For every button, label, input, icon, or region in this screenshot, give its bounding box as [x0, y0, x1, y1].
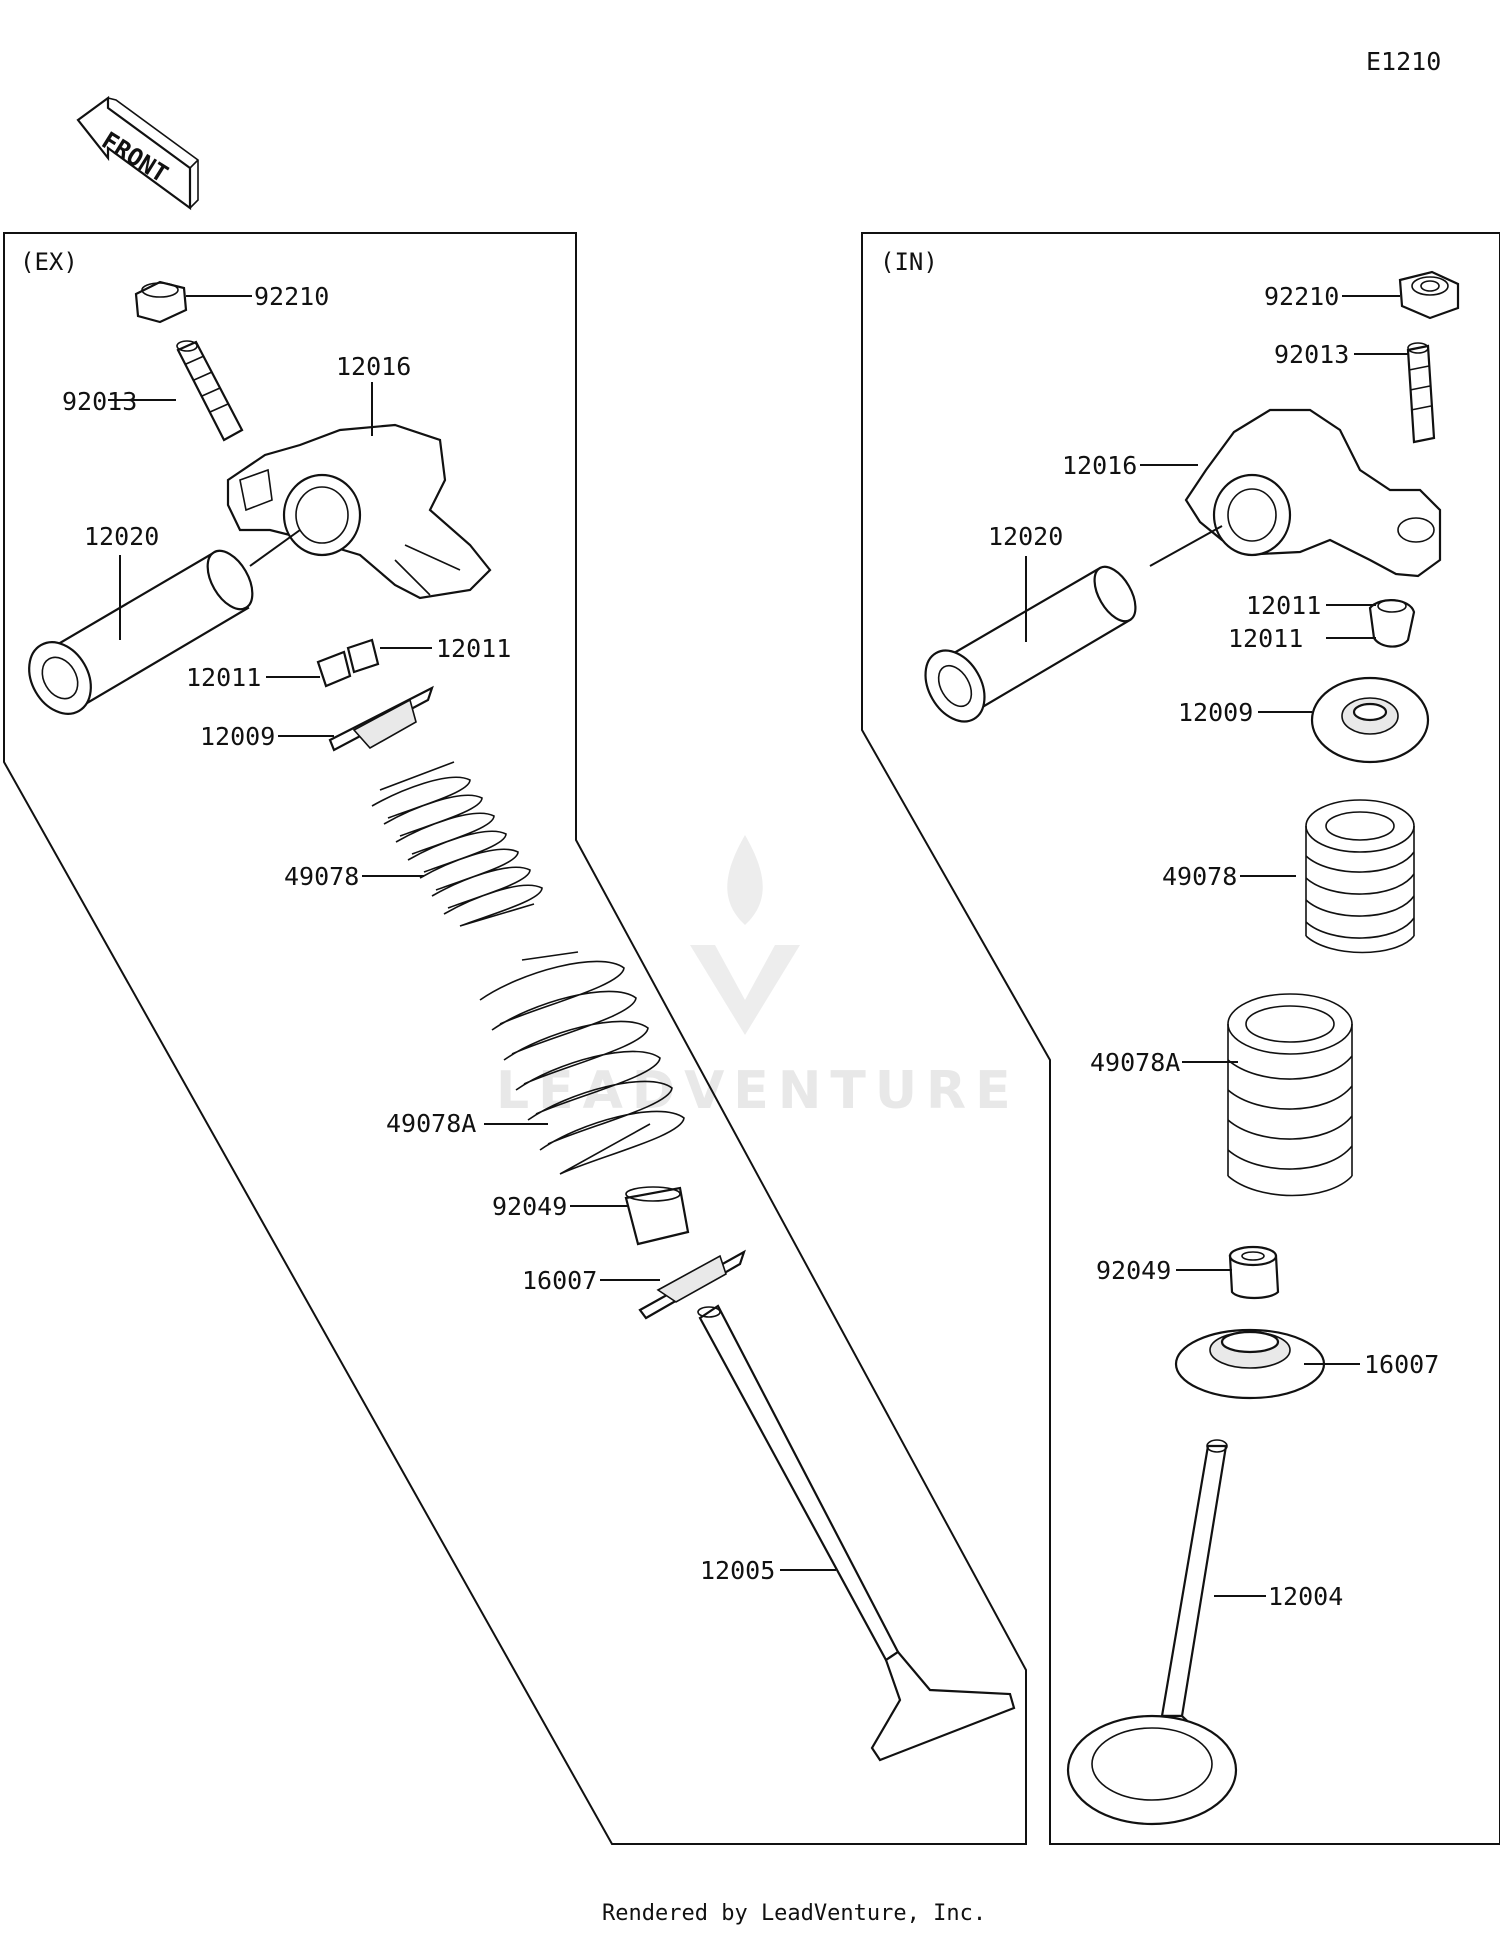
ex-spring-seat-16007-drawing: [638, 1249, 746, 1320]
in-label-92049: 92049: [1096, 1256, 1171, 1285]
footer-credit: Rendered by LeadVenture, Inc.: [602, 1901, 986, 1926]
in-label-49078: 49078: [1162, 862, 1237, 891]
watermark-text: LEADVENTURE: [496, 1061, 1020, 1121]
in-label-92210: 92210: [1264, 282, 1339, 311]
in-label-16007: 16007: [1364, 1350, 1439, 1379]
in-screw-92013-drawing: [1406, 342, 1436, 444]
ex-label-12009: 12009: [200, 722, 275, 751]
intake-caption: (IN): [880, 248, 938, 276]
ex-label-92013: 92013: [62, 387, 137, 416]
front-direction-arrow: FRONT: [76, 95, 199, 211]
ex-outer-spring-49078a-drawing: [479, 951, 685, 1175]
ex-label-12011-b: 12011: [186, 663, 261, 692]
in-nut-92210-drawing: [1398, 270, 1460, 320]
ex-label-12011-a: 12011: [436, 634, 511, 663]
ex-label-49078: 49078: [284, 862, 359, 891]
in-label-12011-a: 12011: [1246, 591, 1321, 620]
ex-label-92210: 92210: [254, 282, 329, 311]
intake-panel: (IN) 92210 92013 12016: [861, 232, 1500, 1845]
ex-label-16007: 16007: [522, 1266, 597, 1295]
in-valve-seal-92049-drawing: [1228, 1245, 1280, 1300]
ex-rocker-arm-12016-drawing: [226, 423, 492, 600]
ex-label-92049: 92049: [492, 1192, 567, 1221]
in-outer-spring-49078a-drawing: [1227, 993, 1353, 1197]
in-spring-seat-16007-drawing: [1174, 1328, 1326, 1400]
exhaust-panel: (EX) 92210 92013 12016: [3, 232, 1027, 1845]
ex-screw-92013-drawing: [176, 340, 244, 442]
in-label-12004: 12004: [1268, 1582, 1343, 1611]
ex-label-49078A: 49078A: [386, 1109, 476, 1138]
exhaust-caption: (EX): [20, 248, 78, 276]
leadventure-watermark: LEADVENTURE: [496, 835, 1020, 1121]
in-shaft-12020-drawing: [924, 525, 1223, 723]
in-label-12020: 12020: [988, 522, 1063, 551]
ex-label-12020: 12020: [84, 522, 159, 551]
figure-code: E1210: [1366, 47, 1441, 76]
in-retainer-12009-drawing: [1310, 676, 1430, 764]
in-label-12016: 12016: [1062, 451, 1137, 480]
ex-valve-seal-92049-drawing: [624, 1186, 690, 1246]
ex-retainer-12009-drawing: [328, 685, 434, 752]
in-valve-12004-drawing: [1066, 1439, 1238, 1826]
ex-valve-12005-drawing: [697, 1304, 1016, 1762]
ex-label-12016: 12016: [336, 352, 411, 381]
in-inner-spring-49078-drawing: [1305, 799, 1415, 954]
ex-shaft-12020-drawing: [28, 529, 301, 715]
in-label-49078A: 49078A: [1090, 1048, 1180, 1077]
in-label-12009: 12009: [1178, 698, 1253, 727]
ex-nut-92210-drawing: [134, 280, 188, 324]
intake-panel-border: [861, 232, 1500, 1845]
ex-label-12005: 12005: [700, 1556, 775, 1585]
in-label-12011-b: 12011: [1228, 624, 1303, 653]
in-cotters-12011-drawing: [1368, 599, 1416, 648]
in-label-92013: 92013: [1274, 340, 1349, 369]
exhaust-panel-border: [3, 232, 1027, 1845]
in-rocker-arm-12016-drawing: [1184, 408, 1442, 578]
ex-inner-spring-49078-drawing: [371, 761, 543, 927]
ex-cotters-12011-drawing: [316, 638, 380, 688]
